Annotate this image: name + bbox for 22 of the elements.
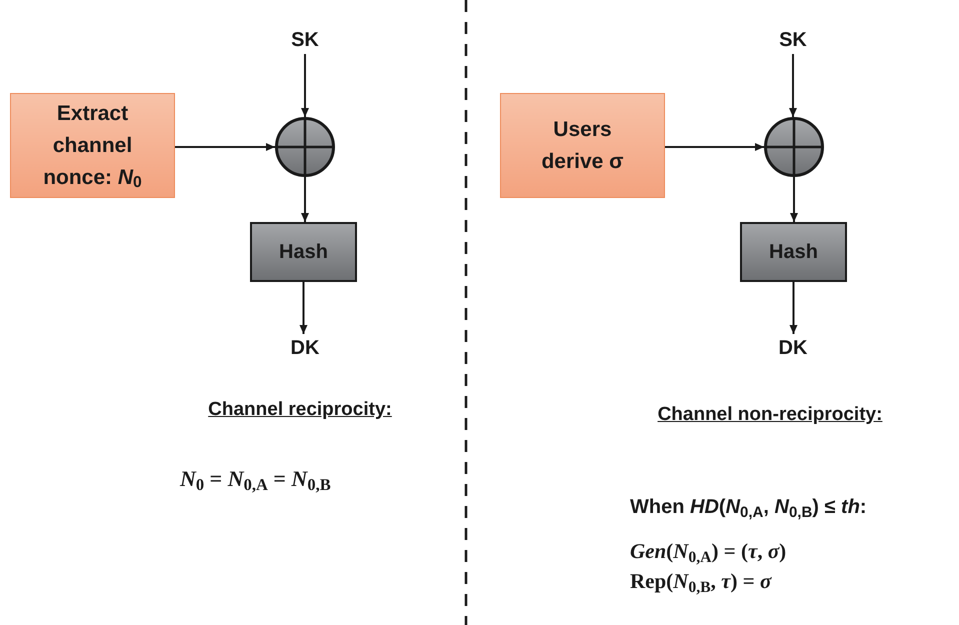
formula-text: When HD(N$_{0,A}$, N$_{0,B}$) ≤ th: <box>630 495 868 522</box>
hash-box: Hash <box>740 222 847 282</box>
arrow <box>301 177 309 222</box>
arrow <box>665 143 764 151</box>
process-box: Users derive σ <box>500 93 665 198</box>
node-label: SK <box>768 26 818 54</box>
formula-text: Rep(N$_{0,B}$, τ) = σ <box>630 568 773 598</box>
arrow <box>790 282 798 334</box>
hash-box: Hash <box>250 222 357 282</box>
node-label: DK <box>768 334 818 362</box>
node-label: DK <box>280 334 330 362</box>
arrow <box>790 177 798 222</box>
section-heading: Channel non-reciprocity: <box>656 403 884 427</box>
arrow <box>175 143 275 151</box>
formula-text: N$_{0}$ = N$_{0,A}$ = N$_{0,B}$ <box>180 465 332 495</box>
section-heading: Channel reciprocity: <box>207 398 393 422</box>
node-label: SK <box>280 26 330 54</box>
arrow <box>789 54 797 117</box>
arrow <box>300 282 308 334</box>
formula-text: Gen(N$_{0,A}$) = (τ, σ) <box>630 538 788 568</box>
process-box: Extract channel nonce: N$_{0}$ <box>10 93 175 198</box>
arrow <box>301 54 309 117</box>
